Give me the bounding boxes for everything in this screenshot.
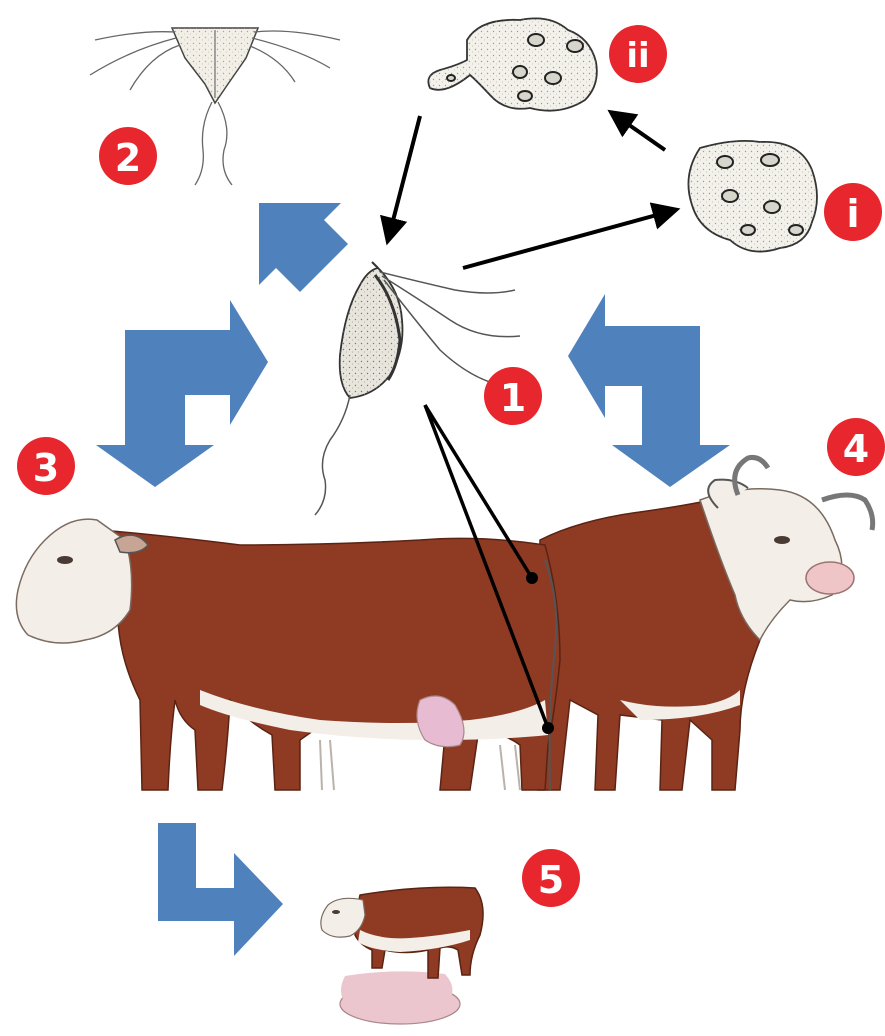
badge-2: 2 (99, 127, 157, 185)
pseudocyst-icon (688, 141, 817, 252)
badge-5: 5 (522, 849, 580, 907)
svg-text:1: 1 (500, 376, 526, 420)
svg-text:4: 4 (843, 427, 869, 471)
arrow-i-to-ii (612, 113, 665, 150)
svg-text:i: i (846, 192, 859, 236)
flow-arrow-to-stage-2 (259, 203, 348, 292)
budding-pseudocyst-icon (428, 18, 596, 110)
flow-arrow-to-stage-5 (158, 823, 283, 956)
badge-4: 4 (827, 418, 885, 476)
arrow-ii-to-trophozoite (388, 116, 420, 240)
arrow-trophozoite-to-i (463, 210, 675, 268)
svg-text:3: 3 (33, 446, 59, 490)
badge-3: 3 (17, 437, 75, 495)
badge-ii: ii (609, 25, 667, 83)
flow-arrow-to-stage-4 (568, 294, 730, 487)
badge-i: i (824, 183, 882, 241)
aborted-calf-icon (321, 887, 483, 1024)
flow-arrow-to-stage-3 (96, 300, 268, 487)
svg-text:2: 2 (115, 136, 141, 180)
svg-text:ii: ii (626, 36, 649, 76)
bull-icon (538, 457, 873, 790)
svg-text:5: 5 (538, 858, 564, 902)
badge-1: 1 (484, 367, 542, 425)
cow-icon (16, 519, 560, 790)
